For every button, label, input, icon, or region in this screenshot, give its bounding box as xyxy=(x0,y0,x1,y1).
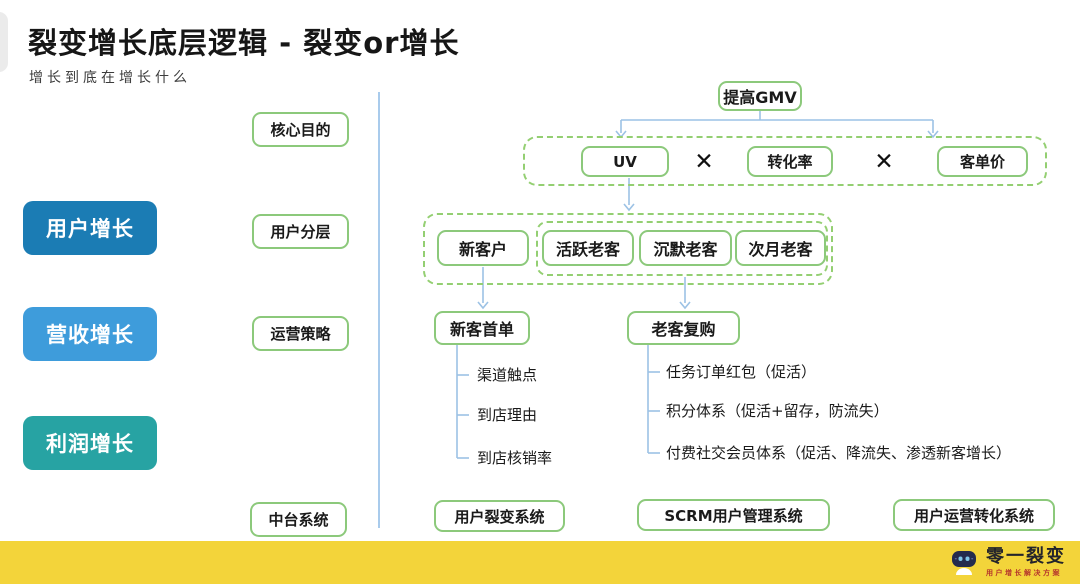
leaf-store-visit-reason: 到店理由 xyxy=(477,406,538,424)
brand-text: 零一裂变 用户增长解决方案 xyxy=(986,547,1066,578)
formula-dashed-container xyxy=(523,136,1047,186)
leaf-paid-membership-system: 付费社交会员体系（促活、降流失、渗透新客增长） xyxy=(666,444,1012,462)
leaf-store-redemption-rate: 到店核销率 xyxy=(477,449,553,467)
branch-new-first-order-box: 新客首单 xyxy=(434,311,530,345)
brand-logo: 零一裂变 用户增长解决方案 xyxy=(948,547,1066,579)
row-profit-growth-label: 利润增长 xyxy=(46,432,134,456)
old-customers-dashed-container xyxy=(536,221,828,276)
title-accent-bar xyxy=(0,12,8,72)
formula-conversion-box: 转化率 xyxy=(747,146,833,177)
row-user-growth-label: 用户增长 xyxy=(46,217,134,241)
stage-user-segmentation: 用户分层 xyxy=(252,214,349,249)
segment-new-customer-box: 新客户 xyxy=(437,230,529,266)
segment-nextmonth-old-box: 次月老客 xyxy=(735,230,826,266)
row-profit-growth: 利润增长 xyxy=(23,416,157,470)
leaf-points-system: 积分体系（促活+留存，防流失） xyxy=(666,402,889,420)
row-user-growth: 用户增长 xyxy=(23,201,157,255)
customers-dashed-container xyxy=(423,213,833,285)
footer-bar xyxy=(0,541,1080,584)
row-revenue-growth: 营收增长 xyxy=(23,307,157,361)
formula-aov-box: 客单价 xyxy=(937,146,1028,177)
formula-uv-box: UV xyxy=(581,146,669,177)
page-title: 裂变增长底层逻辑 - 裂变or增长 xyxy=(28,26,460,60)
multiply-icon: ✕ xyxy=(694,148,714,175)
segment-silent-old-box: 沉默老客 xyxy=(639,230,732,266)
system-user-fission-box: 用户裂变系统 xyxy=(434,500,565,532)
vertical-divider xyxy=(378,92,380,528)
stage-operation-strategy: 运营策略 xyxy=(252,316,349,351)
robot-icon xyxy=(952,551,976,575)
stage-core-purpose: 核心目的 xyxy=(252,112,349,147)
page-subtitle: 增长到底在增长什么 xyxy=(29,70,191,86)
brand-tagline: 用户增长解决方案 xyxy=(986,569,1062,577)
row-revenue-growth-label: 营收增长 xyxy=(46,323,134,347)
system-scrm-box: SCRM用户管理系统 xyxy=(637,499,830,531)
brand-name: 零一裂变 xyxy=(986,546,1066,567)
goal-gmv-box: 提高GMV xyxy=(718,81,802,111)
leaf-channel-touchpoint: 渠道触点 xyxy=(477,366,538,384)
segment-active-old-box: 活跃老客 xyxy=(542,230,634,266)
stage-middle-platform: 中台系统 xyxy=(250,502,347,537)
leaf-task-order-redpacket: 任务订单红包（促活） xyxy=(666,363,817,381)
branch-repurchase-box: 老客复购 xyxy=(627,311,740,345)
multiply-icon: ✕ xyxy=(874,148,894,175)
system-user-conversion-box: 用户运营转化系统 xyxy=(893,499,1055,531)
